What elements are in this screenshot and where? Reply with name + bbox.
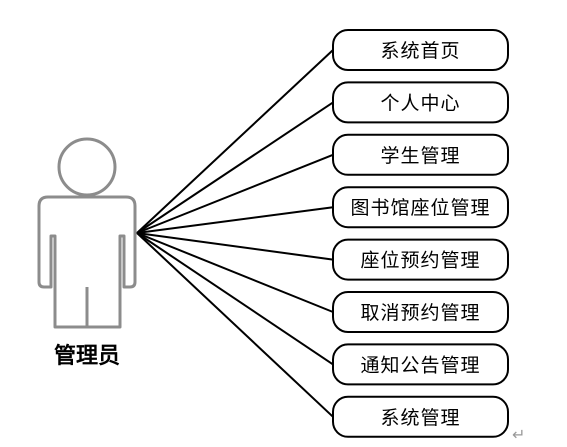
use-case-label: 学生管理 xyxy=(380,145,460,167)
paragraph-mark: ↵ xyxy=(512,425,525,444)
actor-body xyxy=(37,195,137,329)
actor: 管理员 xyxy=(37,137,137,369)
use-case-6: 取消预约管理 xyxy=(332,291,509,333)
use-case-label: 个人中心 xyxy=(380,92,460,114)
use-case-2: 个人中心 xyxy=(332,81,509,124)
use-case-box xyxy=(332,29,509,71)
use-case-list: 系统首页个人中心学生管理图书馆座位管理座位预约管理取消预约管理通知公告管理系统管… xyxy=(332,29,509,438)
association-line xyxy=(136,232,334,313)
use-case-box xyxy=(332,133,509,176)
association-line xyxy=(136,101,334,234)
association-line xyxy=(136,206,334,234)
use-case-5: 座位预约管理 xyxy=(332,238,509,281)
use-case-label: 通知公告管理 xyxy=(360,354,480,376)
use-case-label: 座位预约管理 xyxy=(360,250,480,272)
use-case-8: 系统管理 xyxy=(332,395,509,438)
use-case-7: 通知公告管理 xyxy=(332,343,509,386)
association-line xyxy=(136,232,334,366)
association-line xyxy=(136,232,334,261)
use-case-label: 图书馆座位管理 xyxy=(350,197,490,219)
use-case-box xyxy=(332,186,509,229)
actor-label: 管理员 xyxy=(54,343,120,369)
use-case-label: 系统首页 xyxy=(380,40,460,62)
use-case-box xyxy=(332,395,509,438)
use-case-box xyxy=(332,343,509,386)
use-case-label: 取消预约管理 xyxy=(360,302,480,324)
association-line xyxy=(136,232,334,418)
actor-head xyxy=(57,137,117,197)
use-case-3: 学生管理 xyxy=(332,133,509,176)
use-case-box xyxy=(332,238,509,281)
association-line xyxy=(136,49,334,234)
use-case-box xyxy=(332,81,509,124)
use-case-box xyxy=(332,291,509,333)
use-case-label: 系统管理 xyxy=(380,407,460,429)
association-lines xyxy=(136,49,334,418)
association-line xyxy=(136,153,334,234)
use-case-1: 系统首页 xyxy=(332,29,509,71)
use-case-4: 图书馆座位管理 xyxy=(332,186,509,229)
